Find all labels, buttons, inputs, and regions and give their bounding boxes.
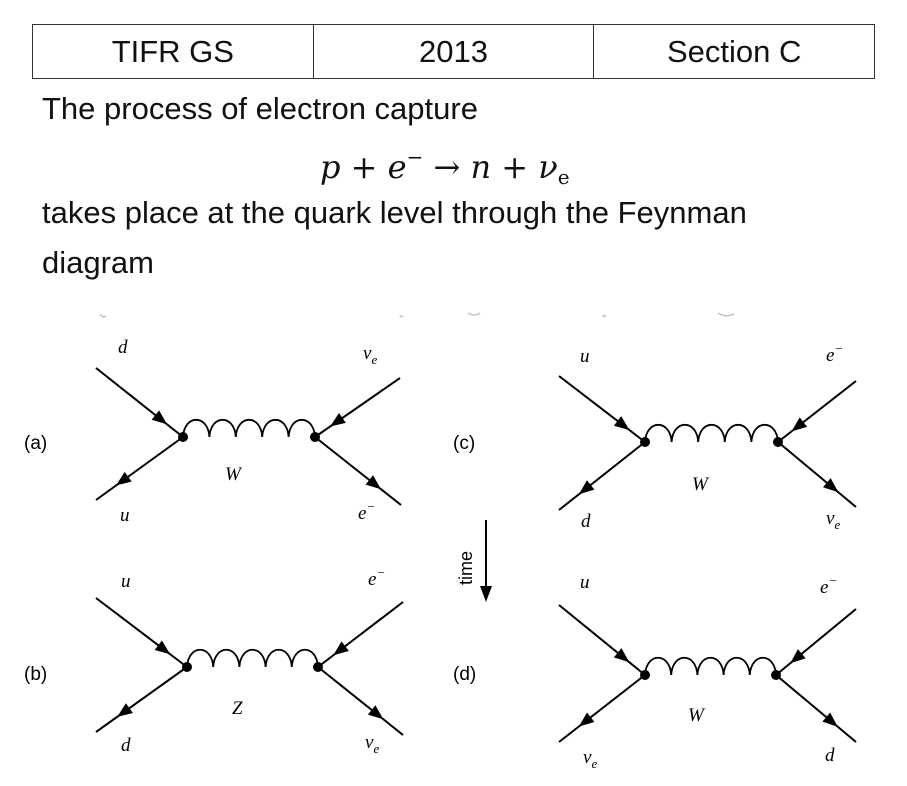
panel-b: (b) u e− d νe Z <box>24 565 404 756</box>
label-bottom-left: d <box>581 511 591 532</box>
vertex-left <box>182 662 192 672</box>
panel-label: (d) <box>453 664 476 685</box>
fermion-arrow-icon <box>613 416 630 431</box>
header-section: Section C <box>593 24 875 79</box>
fermion-line <box>777 441 857 508</box>
label-bottom-right: d <box>825 745 835 766</box>
boson-propagator <box>644 424 779 443</box>
vertex-right <box>771 670 781 680</box>
label-boson: Z <box>232 698 243 719</box>
fermion-line <box>775 674 857 743</box>
fermion-arrow-icon <box>117 703 133 717</box>
panel-c: (c) u e− d νe W <box>453 341 857 532</box>
fermion-line <box>558 375 646 443</box>
label-boson: W <box>225 464 243 485</box>
fermion-line <box>95 666 188 733</box>
panel-d: (d) u e− νe d W <box>453 572 857 771</box>
fermion-line <box>777 380 857 443</box>
crop-artifact <box>717 312 735 317</box>
label-bottom-right: e− <box>358 499 375 524</box>
boson-propagator <box>644 657 777 676</box>
vertex-left <box>640 670 650 680</box>
label-bottom-right: νe <box>365 732 379 756</box>
fermion-arrow-icon <box>578 712 595 727</box>
vertex-left <box>178 432 188 442</box>
fermion-line <box>775 608 857 676</box>
time-arrow-icon <box>480 520 492 602</box>
panel-label: (b) <box>24 664 47 685</box>
eq-plus-2: + <box>501 148 529 186</box>
eq-arrow: → <box>433 148 461 186</box>
eq-plus-1: + <box>350 148 378 186</box>
fermion-line <box>95 436 184 501</box>
eq-neutron: n <box>470 148 492 186</box>
fermion-arrow-icon <box>365 475 382 490</box>
header-year: 2013 <box>312 24 595 79</box>
label-bottom-left: d <box>121 735 131 756</box>
crop-artifact <box>399 314 404 318</box>
boson-propagator <box>182 419 316 438</box>
vertex-right <box>313 662 323 672</box>
vertex-right <box>310 432 320 442</box>
eq-proton: p <box>320 148 341 186</box>
label-bottom-left: u <box>120 505 130 526</box>
fermion-line <box>95 597 188 668</box>
label-boson: W <box>688 705 706 726</box>
question-line-2: takes place at the quark level through t… <box>42 195 747 230</box>
label-top-left: u <box>580 346 590 367</box>
header-exam: TIFR GS <box>32 24 314 79</box>
fermion-line <box>317 666 404 736</box>
fermion-arrow-icon <box>333 641 349 656</box>
fermion-line <box>314 377 401 438</box>
fermion-line <box>314 436 402 506</box>
fermion-arrow-icon <box>791 417 808 432</box>
fermion-arrow-icon <box>822 478 839 493</box>
label-top-left: d <box>118 337 128 358</box>
label-bottom-right: νe <box>826 508 840 532</box>
fermion-arrow-icon <box>367 705 384 720</box>
boson-propagator <box>186 649 319 668</box>
label-top-right: νe <box>363 343 377 367</box>
fermion-line <box>558 604 646 676</box>
eq-electron: e <box>387 148 407 186</box>
time-label: time <box>456 551 476 585</box>
eq-neutrino: ν <box>538 148 558 186</box>
vertex-right <box>773 437 783 447</box>
fermion-arrow-icon <box>822 712 838 727</box>
fermion-arrow-icon <box>330 413 346 427</box>
panel-label: (c) <box>453 433 475 454</box>
question-line-1: The process of electron capture <box>42 91 478 126</box>
eq-electron-charge: − <box>406 145 424 169</box>
label-top-left: u <box>121 571 131 592</box>
fermion-arrow-icon <box>613 648 630 663</box>
crop-artifact <box>602 314 607 318</box>
fermion-arrow-icon <box>578 480 595 495</box>
fermion-line <box>95 367 184 438</box>
panel-label: (a) <box>24 433 47 454</box>
fermion-arrow-icon <box>154 640 171 655</box>
fermion-line <box>558 441 646 511</box>
fermion-arrow-icon <box>790 649 806 664</box>
label-top-right: e− <box>368 565 385 590</box>
label-boson: W <box>692 474 710 495</box>
header-table: TIFR GS 2013 Section C <box>32 24 875 79</box>
crop-artifact <box>467 312 481 316</box>
fermion-arrow-icon <box>116 471 132 486</box>
reaction-equation: p + e− → n + νe <box>320 145 570 189</box>
label-top-right: e− <box>820 573 837 598</box>
panel-a: (a) d νe u e− W <box>24 337 402 526</box>
label-bottom-left: νe <box>583 747 597 771</box>
crop-artifact <box>99 313 107 318</box>
eq-neutrino-flavor: e <box>557 165 570 189</box>
fermion-arrow-icon <box>151 410 168 425</box>
fermion-line <box>558 674 646 743</box>
fermion-line <box>317 601 404 668</box>
label-top-left: u <box>580 572 590 593</box>
question-line-3: diagram <box>42 245 154 280</box>
vertex-left <box>640 437 650 447</box>
label-top-right: e− <box>826 341 843 366</box>
